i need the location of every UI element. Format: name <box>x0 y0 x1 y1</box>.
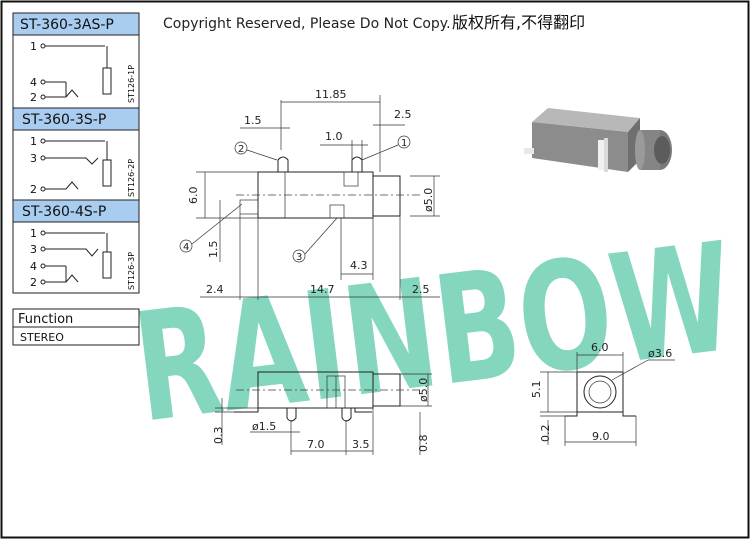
side-view-drawing: 0.3 ø1.5 7.0 3.5 ø5.0 0.8 <box>212 371 432 455</box>
dim-11-85: 11.85 <box>315 88 347 101</box>
model-header-2 <box>12 107 140 131</box>
svg-text:1: 1 <box>30 40 37 53</box>
front-view-drawing: 6.0 ø3.6 5.1 0.2 9.0 <box>530 341 675 446</box>
dim-0-8: 0.8 <box>417 435 430 453</box>
dim-0-3: 0.3 <box>212 427 225 445</box>
dim-5-1: 5.1 <box>530 381 543 399</box>
dim-phi3-6: ø3.6 <box>648 347 672 360</box>
schematic-2: 1 3 2 ST126-2P <box>30 135 136 197</box>
model-header-3 <box>12 199 140 223</box>
copyright-cn-text: 版权所有,不得翻印 <box>452 13 585 32</box>
svg-text:ST126-3P: ST126-3P <box>127 252 136 290</box>
function-table: Function STEREO <box>12 308 140 346</box>
callout-4: 4 <box>183 242 189 253</box>
callout-1: 1 <box>401 138 407 149</box>
schematic-3: 1 3 4 2 ST126-3P <box>30 227 136 290</box>
callout-3: 3 <box>296 252 302 263</box>
dim-6-0: 6.0 <box>187 187 200 205</box>
svg-text:4: 4 <box>30 76 37 89</box>
svg-text:2: 2 <box>30 276 37 289</box>
jack-3d-render <box>524 108 672 172</box>
model-name-1: ST-360-3AS-P <box>20 17 114 33</box>
model-name-3: ST-360-4S-P <box>22 204 106 220</box>
dim-3-5: 3.5 <box>352 438 370 451</box>
dim-14-7: 14.7 <box>310 283 335 296</box>
svg-text:1: 1 <box>30 227 37 240</box>
dim-6-0-front: 6.0 <box>591 341 609 354</box>
schematic-1: 1 4 2 ST126-1P <box>30 40 136 104</box>
svg-text:2: 2 <box>30 91 37 104</box>
svg-text:ST126-1P: ST126-1P <box>127 65 136 103</box>
dim-9-0: 9.0 <box>592 430 610 443</box>
model-header-1 <box>12 12 140 36</box>
top-view-drawing: 11.85 2.5 1.5 1.0 2 1 3 4 6.0 1.5 <box>179 88 440 300</box>
svg-text:ST126-2P: ST126-2P <box>127 159 136 197</box>
dim-2-5-right: 2.5 <box>412 283 430 296</box>
dim-phi5-side: ø5.0 <box>417 378 430 402</box>
model-panel: ST-360-3AS-P 1 4 2 ST126-1P ST-360-3S-P … <box>12 12 140 294</box>
dim-0-2: 0.2 <box>539 425 552 443</box>
function-header: Function <box>18 312 73 327</box>
svg-text:4: 4 <box>30 260 37 273</box>
svg-text:3: 3 <box>30 152 37 165</box>
dim-2-4: 2.4 <box>206 283 224 296</box>
function-value: STEREO <box>20 331 64 344</box>
dim-7-0: 7.0 <box>307 438 325 451</box>
svg-text:3: 3 <box>30 243 37 256</box>
svg-text:2: 2 <box>30 183 37 196</box>
dim-2-5-top: 2.5 <box>394 108 412 121</box>
svg-text:1: 1 <box>30 135 37 148</box>
dim-phi1-5: ø1.5 <box>252 420 276 433</box>
model-name-2: ST-360-3S-P <box>22 112 106 128</box>
dim-1-5-top: 1.5 <box>244 114 262 127</box>
copyright-text: Copyright Reserved, Please Do Not Copy. <box>163 16 451 32</box>
dim-phi5-top: ø5.0 <box>422 188 435 212</box>
dim-4-3: 4.3 <box>350 259 368 272</box>
callout-2: 2 <box>238 144 244 155</box>
dim-1-0: 1.0 <box>325 130 343 143</box>
dim-1-5-left: 1.5 <box>207 241 220 259</box>
